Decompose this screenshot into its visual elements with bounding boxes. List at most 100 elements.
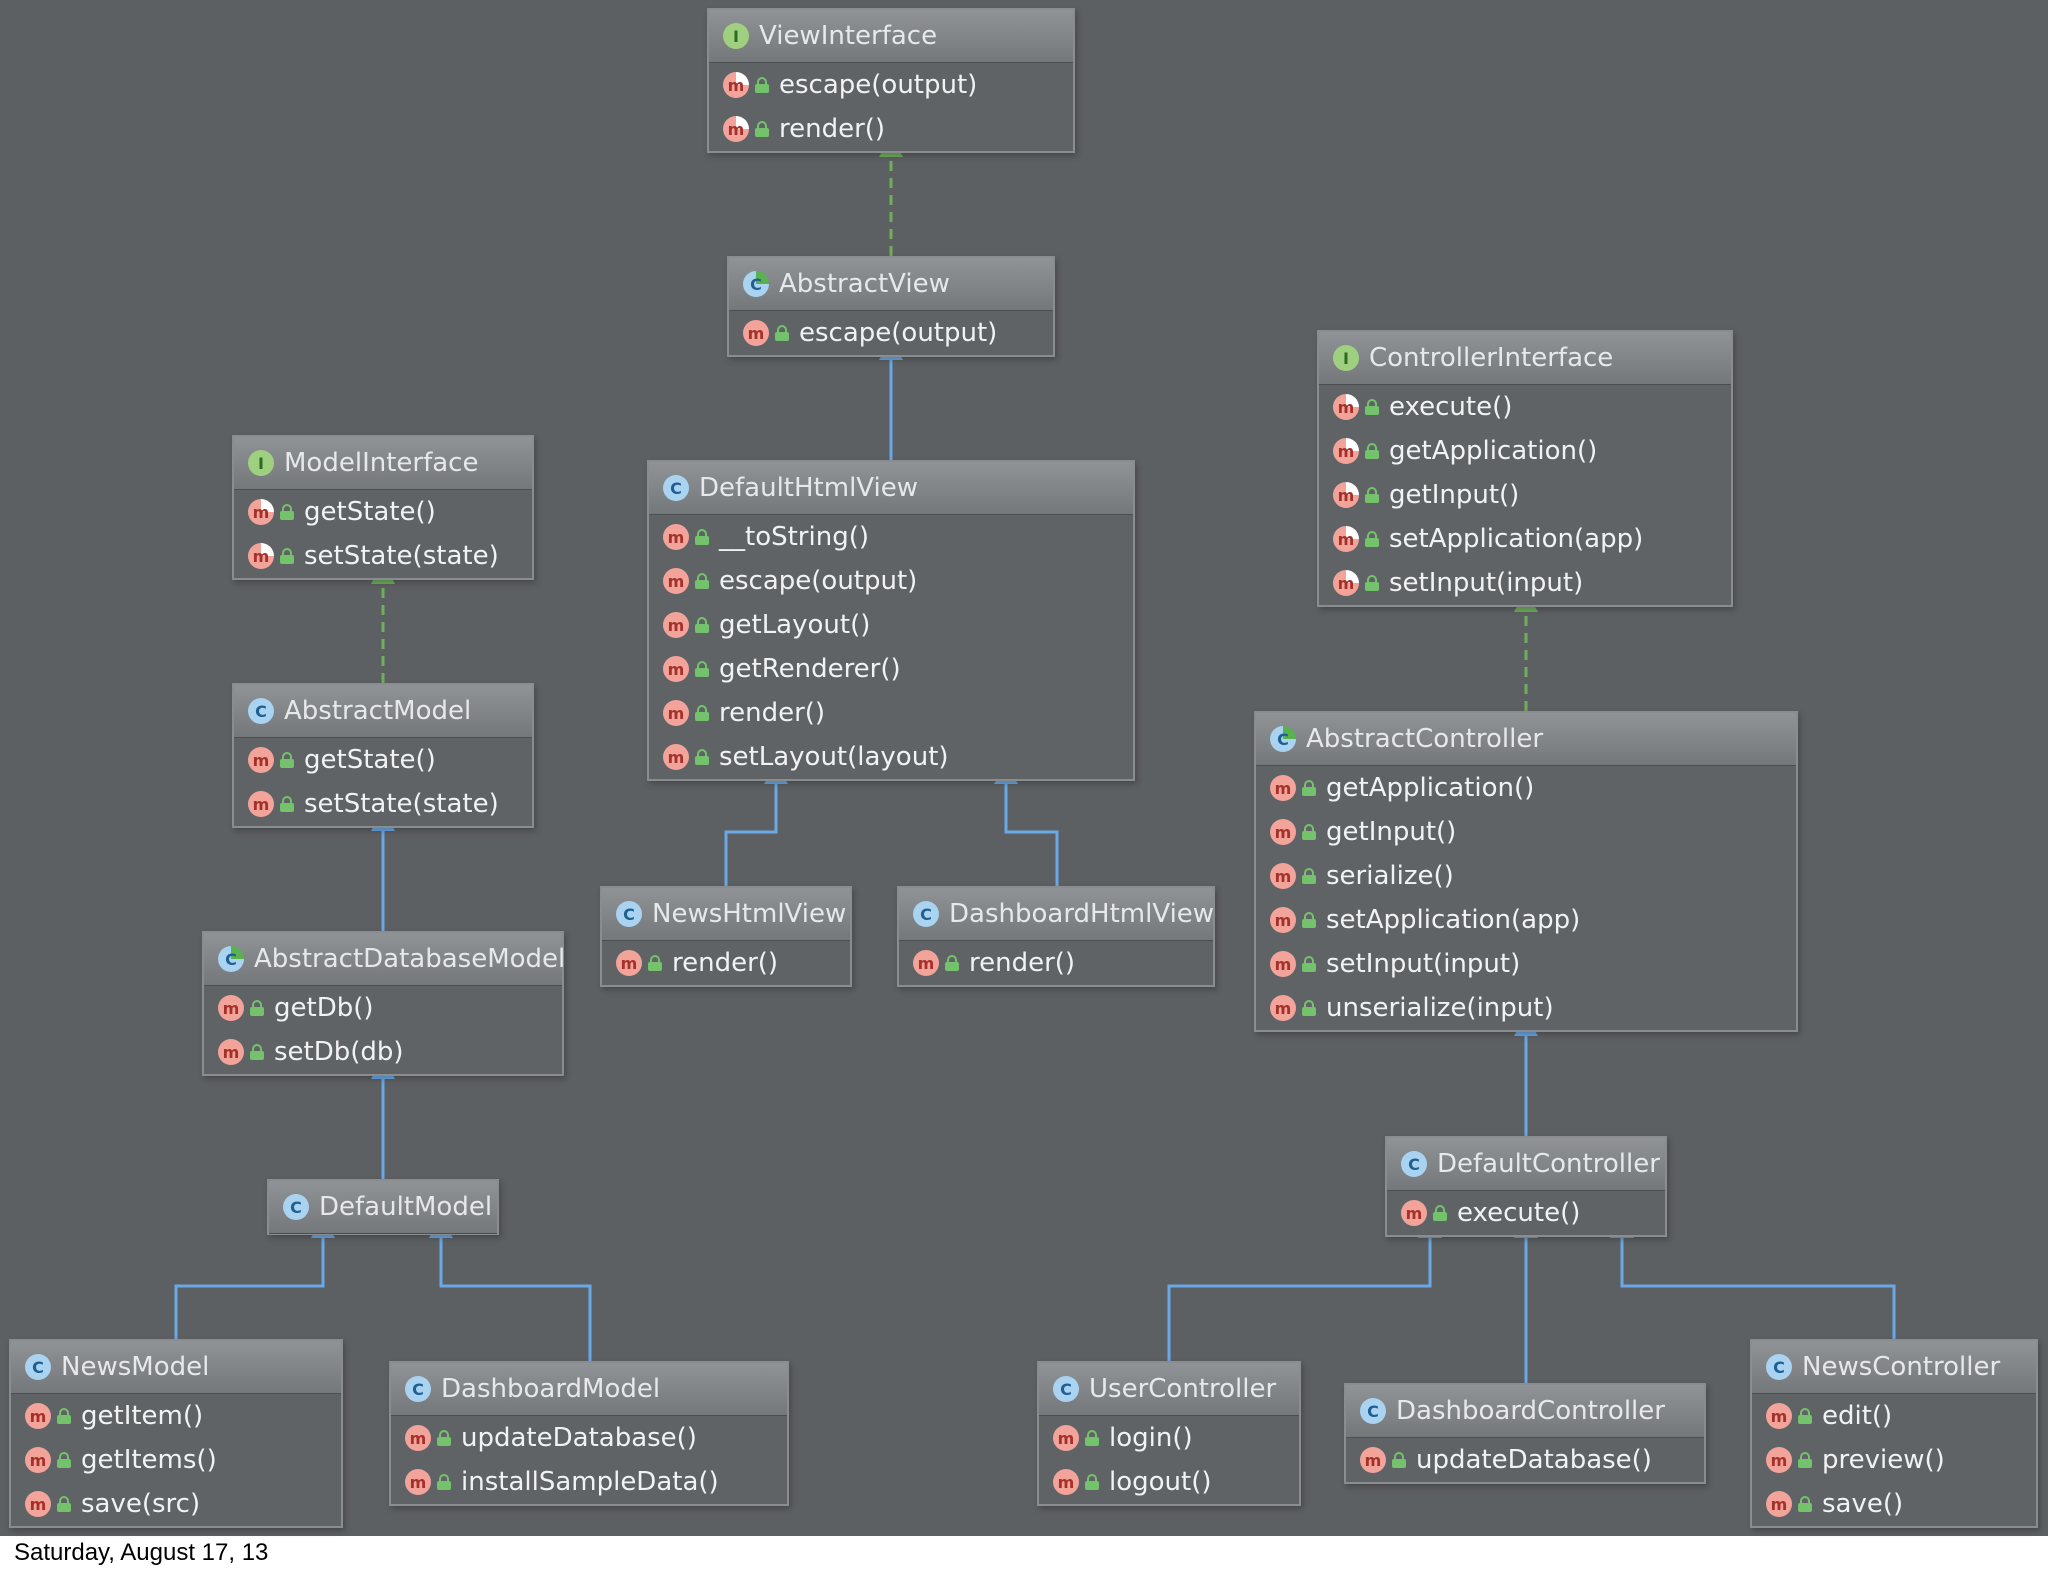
method-icon: m xyxy=(248,747,274,773)
class-title: DashboardModel xyxy=(441,1374,661,1404)
method-name: getApplication() xyxy=(1389,436,1598,466)
public-lock-icon xyxy=(1302,1000,1316,1016)
method-icon: m xyxy=(663,656,689,682)
method-row[interactable]: m__toString() xyxy=(649,515,1133,559)
class-title: ViewInterface xyxy=(759,21,938,51)
public-lock-icon xyxy=(1302,956,1316,972)
abstract-method-icon: m xyxy=(1333,482,1359,508)
public-lock-icon xyxy=(57,1452,71,1468)
public-lock-icon xyxy=(1392,1452,1406,1468)
class-title: AbstractModel xyxy=(284,696,472,726)
method-name: login() xyxy=(1109,1423,1193,1453)
class-title: UserController xyxy=(1089,1374,1277,1404)
method-row[interactable]: m getRenderer() xyxy=(649,647,1133,691)
public-lock-icon xyxy=(1798,1496,1812,1512)
class-title: NewsModel xyxy=(61,1352,210,1382)
method-name: getRenderer() xyxy=(719,654,901,684)
class-title: AbstractView xyxy=(779,269,950,299)
method-icon: m xyxy=(1401,1200,1427,1226)
public-lock-icon xyxy=(1302,868,1316,884)
method-name: getInput() xyxy=(1326,817,1457,847)
abstract-method-icon: m xyxy=(1333,526,1359,552)
public-lock-icon xyxy=(755,77,769,93)
method-row[interactable]: m getInput() xyxy=(1319,473,1731,517)
public-lock-icon xyxy=(1365,487,1379,503)
method-icon: m xyxy=(218,995,244,1021)
method-name: getInput() xyxy=(1389,480,1520,510)
public-lock-icon xyxy=(695,749,709,765)
method-name: serialize() xyxy=(1326,861,1454,891)
class-title: DashboardController xyxy=(1396,1396,1665,1426)
extends-line-dashboard-model xyxy=(439,1238,592,1361)
class-icon: C xyxy=(283,1194,309,1220)
method-icon: m xyxy=(663,612,689,638)
class-title: NewsController xyxy=(1802,1352,2001,1382)
method-name: save(src) xyxy=(81,1489,201,1519)
abstract-method-icon: m xyxy=(723,116,749,142)
class-title: DefaultController xyxy=(1437,1149,1660,1179)
class-title: NewsHtmlView xyxy=(652,899,847,929)
method-icon: m xyxy=(1270,775,1296,801)
method-name: render() xyxy=(969,948,1076,978)
public-lock-icon xyxy=(695,617,709,633)
public-lock-icon xyxy=(1798,1408,1812,1424)
method-name: render() xyxy=(719,698,826,728)
